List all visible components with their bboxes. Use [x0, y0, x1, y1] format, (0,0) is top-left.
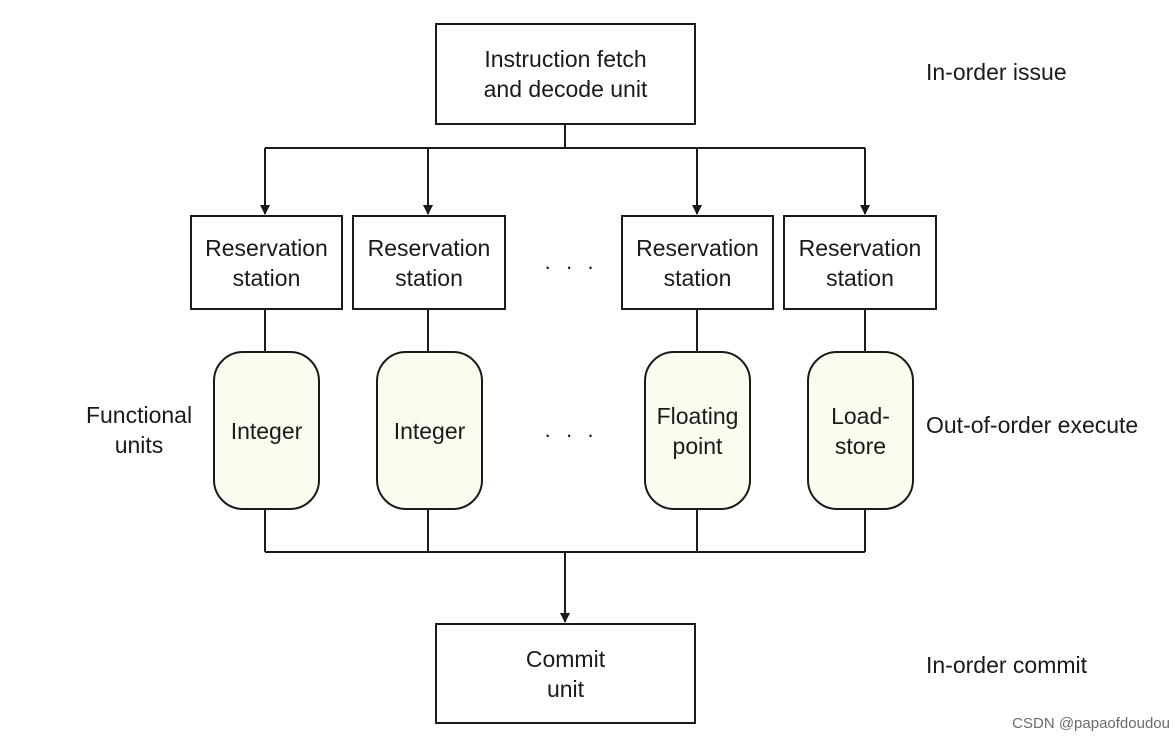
- reservation-station-2: Reservation station: [352, 215, 506, 310]
- out-of-order-execute-label: Out-of-order execute: [926, 412, 1139, 438]
- functional-unit-floating-point: Floating point: [644, 351, 751, 510]
- functional-unit-load-store: Load- store: [807, 351, 914, 510]
- reservation-station-4: Reservation station: [783, 215, 937, 310]
- in-order-commit-label: In-order commit: [926, 652, 1088, 678]
- commit-unit: Commit unit: [435, 623, 696, 724]
- functional-unit-integer-2: Integer: [376, 351, 483, 510]
- ellipsis-stations: · · ·: [544, 254, 599, 279]
- ellipsis-units: · · ·: [544, 422, 599, 447]
- functional-units-label: Functional units: [85, 402, 193, 458]
- functional-unit-integer-1: Integer: [213, 351, 320, 510]
- watermark: CSDN @papaofdoudou: [1012, 715, 1170, 732]
- reservation-station-3: Reservation station: [621, 215, 774, 310]
- in-order-issue-label: In-order issue: [926, 59, 1067, 85]
- reservation-station-1: Reservation station: [190, 215, 343, 310]
- fetch-decode-unit: Instruction fetch and decode unit: [435, 23, 696, 125]
